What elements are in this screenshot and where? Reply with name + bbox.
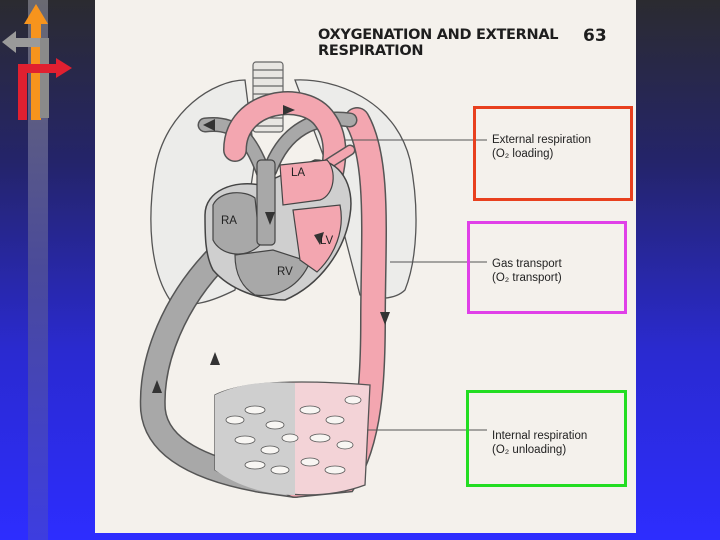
callout-subtitle: (O₂ unloading) — [492, 444, 567, 456]
nav-forward-arrow-icon[interactable] — [18, 58, 72, 120]
chamber-label-ra: RA — [221, 215, 237, 227]
callout-external-respiration: External respiration (O₂ loading) — [492, 133, 591, 161]
left-nav-bar — [28, 0, 48, 540]
chamber-label-la: LA — [291, 167, 306, 179]
circulation-diagram — [139, 61, 487, 498]
chamber-label-rv: RV — [277, 266, 293, 278]
systemic-capillary-bed — [214, 381, 371, 496]
right-ventricle — [234, 249, 311, 297]
highlight-box-external — [473, 106, 633, 201]
callout-gas-transport: Gas transport (O₂ transport) — [492, 257, 562, 285]
callout-subtitle: (O₂ transport) — [492, 272, 562, 284]
callout-subtitle: (O₂ loading) — [492, 148, 554, 160]
callout-title: Internal respiration — [492, 430, 588, 442]
left-atrium — [279, 159, 334, 206]
heart — [204, 159, 352, 301]
textbook-page: OXYGENATION AND EXTERNAL RESPIRATION 63 — [95, 0, 636, 533]
callout-title: Gas transport — [492, 258, 562, 270]
page-number: 63 — [583, 26, 607, 46]
nav-back-arrow-icon[interactable] — [2, 31, 49, 118]
highlight-box-internal — [466, 390, 627, 487]
nav-icons — [2, 4, 72, 120]
callout-title: External respiration — [492, 134, 592, 146]
page-heading: OXYGENATION AND EXTERNAL RESPIRATION — [318, 27, 559, 59]
callout-internal-respiration: Internal respiration (O₂ unloading) — [492, 429, 587, 457]
highlight-box-transport — [467, 221, 627, 314]
chamber-label-lv: LV — [320, 235, 334, 247]
flow-arrows — [152, 105, 390, 393]
